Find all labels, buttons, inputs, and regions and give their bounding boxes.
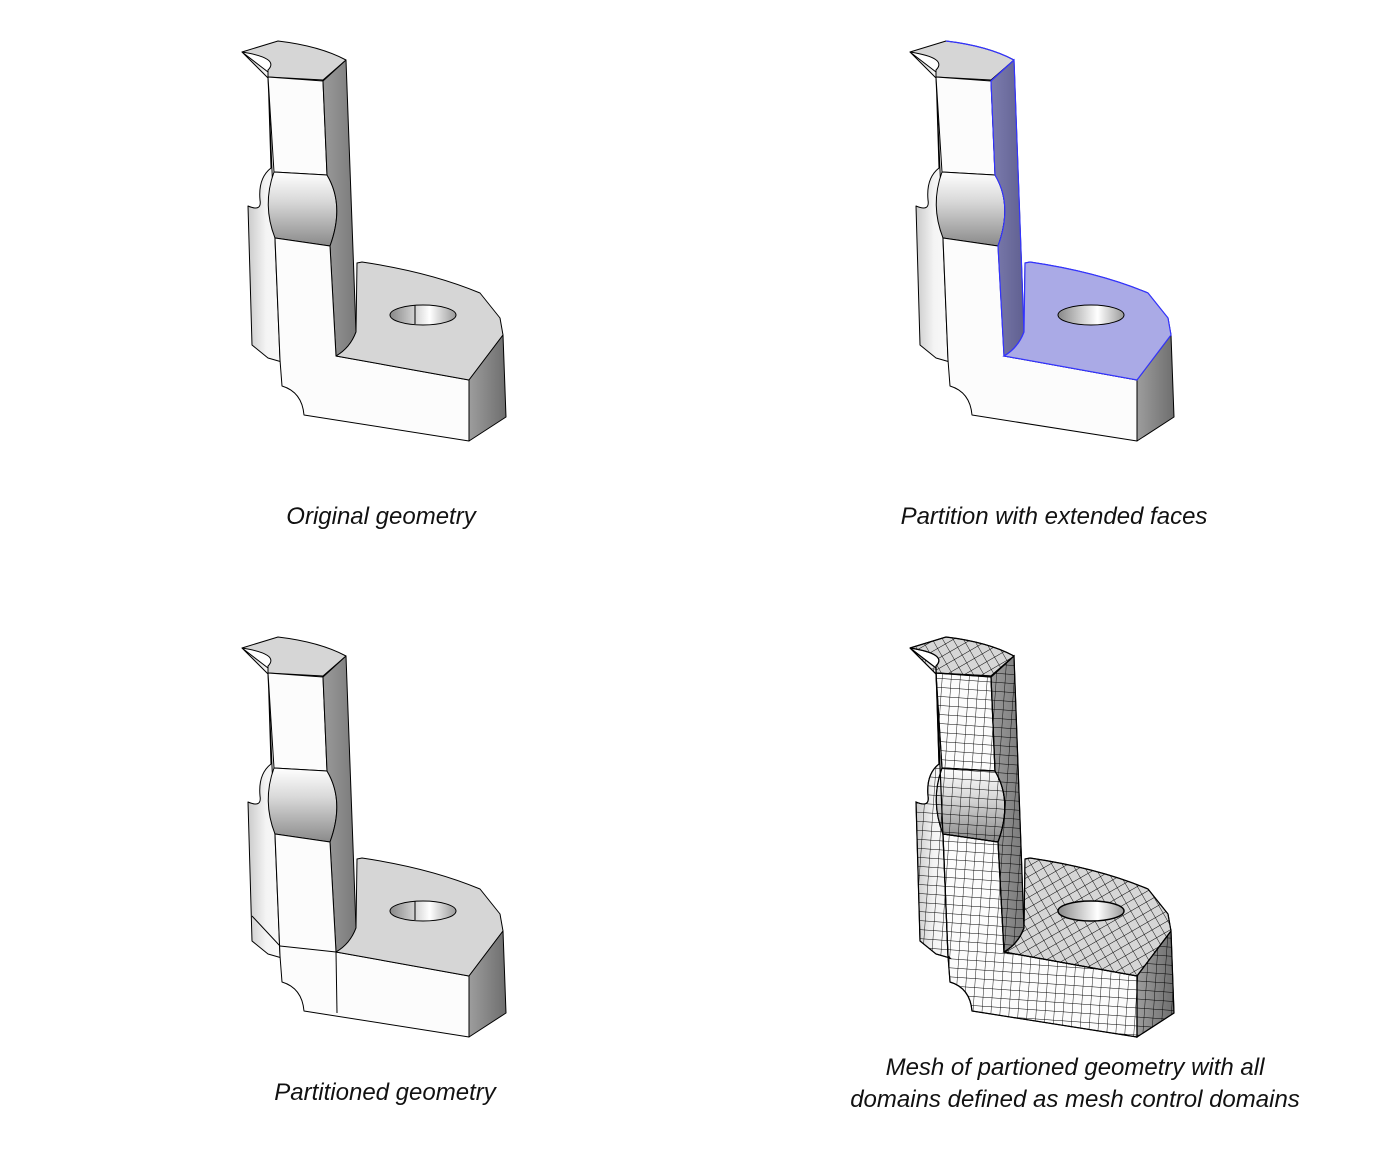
caption-extended-faces: Partition with extended faces [900, 503, 1208, 530]
caption-partitioned-geometry: Partitioned geometry [274, 1079, 496, 1106]
panel-original-geometry [241, 40, 507, 442]
caption-mesh-line-1: Mesh of partioned geometry with all [885, 1054, 1265, 1081]
caption-original-geometry: Original geometry [286, 503, 476, 530]
caption-mesh-line-2: domains defined as mesh control domains [850, 1086, 1300, 1113]
panel-mesh [909, 636, 1175, 1039]
mesh-overlay [909, 636, 1175, 1039]
partition-lines [251, 915, 338, 1014]
panel-extended-faces [909, 40, 1175, 442]
panel-partitioned-geometry [241, 636, 507, 1038]
